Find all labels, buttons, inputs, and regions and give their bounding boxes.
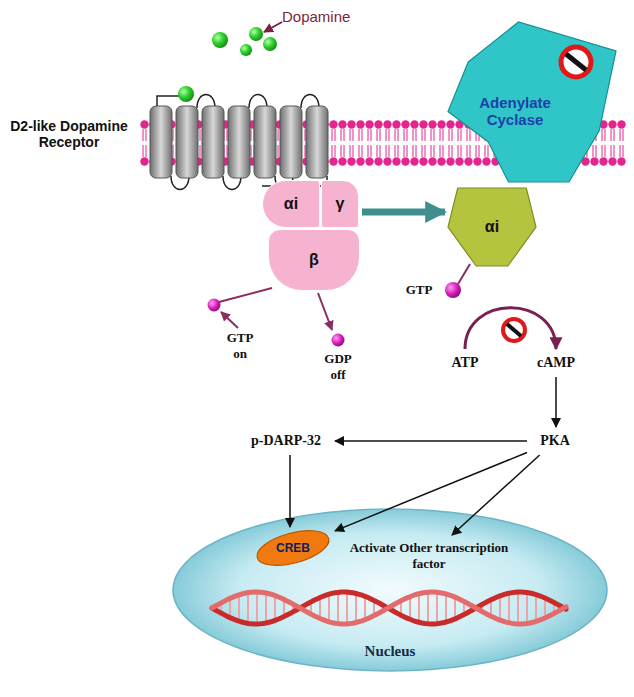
protein-label: PKA: [530, 430, 580, 452]
node-text: ATP: [452, 355, 479, 371]
dopamine-molecules: [178, 27, 277, 102]
g-alpha-active: αi: [448, 188, 536, 266]
signal-arrow: [555, 377, 557, 427]
signal-arrow: [362, 209, 445, 216]
node-text: γ: [336, 195, 345, 213]
node-text: Nucleus: [365, 643, 416, 660]
signal-arrow: [465, 308, 556, 349]
protein-label: p-DARP-32: [240, 430, 332, 452]
node-text: PKA: [540, 433, 570, 449]
node-text: cAMP: [537, 355, 575, 371]
nucleus-outline: [173, 509, 607, 671]
enzyme-shape: Adenylate Cyclase: [448, 22, 616, 182]
ligand-label: Dopamine: [282, 8, 372, 25]
node-text: p-DARP-32: [251, 433, 321, 449]
pointer-arrow: [264, 22, 282, 32]
signal-arrow: [335, 440, 527, 442]
receptor-helices: [150, 106, 328, 178]
shape-outline: [448, 22, 616, 182]
g-alpha-subunit: αi: [262, 180, 320, 228]
g-beta-subunit: β: [268, 229, 360, 291]
node-text: β: [309, 251, 319, 269]
signal-arrow: [452, 455, 540, 535]
note-text: Activate Other transcription factor: [340, 538, 518, 574]
node-text: Adenylate Cyclase: [469, 94, 561, 128]
inhibit-symbol: [561, 47, 591, 77]
receptor-loops: [157, 95, 327, 190]
creb-ellipse: [253, 524, 332, 572]
molecule-label: ATP: [440, 352, 490, 374]
node-text: Activate Other transcription factor: [340, 540, 518, 572]
nucleotide-label: GTP: [398, 282, 440, 298]
dna-helix: [212, 592, 566, 624]
receptor-label: D2-like Dopamine Receptor: [4, 118, 134, 150]
nucleotide-label: GTP on: [220, 330, 260, 362]
nucleotide-label: GDP off: [318, 351, 358, 383]
molecule-label: cAMP: [528, 352, 584, 374]
node-text: CREB: [276, 541, 310, 555]
signal-arrow: [335, 452, 527, 530]
nucleus-ellipse: Nucleus CREB Activate Other transcription …: [172, 508, 608, 672]
signal-arrow: [289, 455, 291, 527]
shape-outline: [448, 188, 536, 266]
node-text: αi: [485, 218, 499, 236]
inhibit-symbol: [503, 319, 525, 341]
node-text: αi: [284, 195, 298, 213]
transcription-factor: CREB: [254, 530, 332, 566]
g-gamma-subunit: γ: [321, 180, 359, 228]
